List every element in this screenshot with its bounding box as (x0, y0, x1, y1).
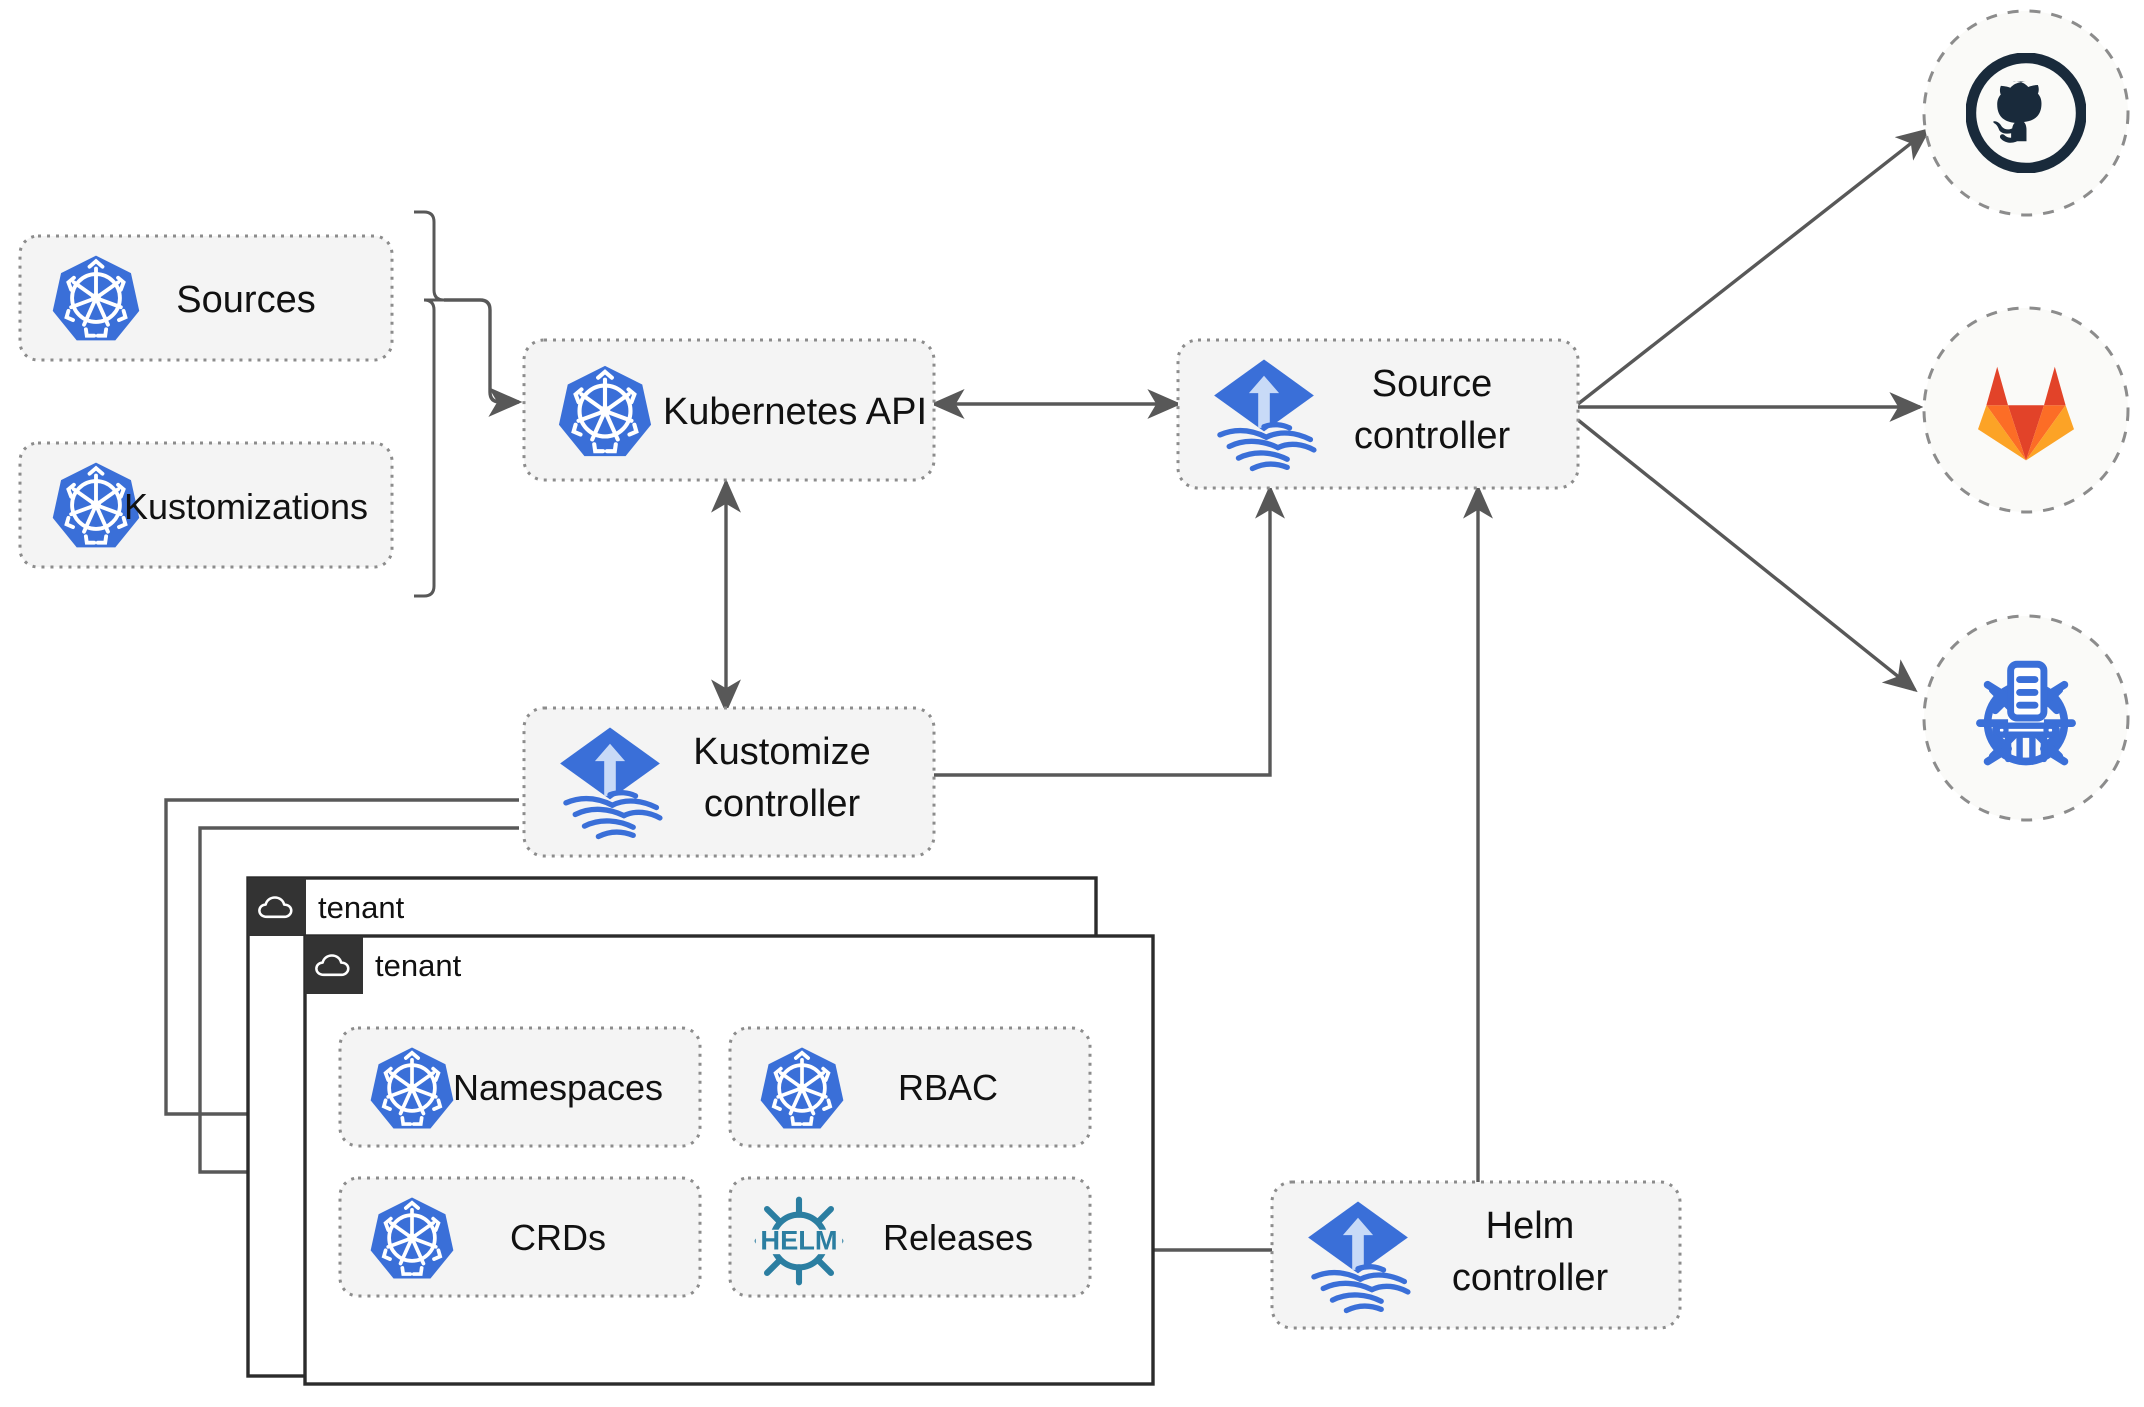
connector-kustomize-to-tenant-back (164, 798, 519, 1129)
tenant-resource-crds[interactable]: CRDs (338, 1176, 702, 1298)
node-source-controller[interactable]: Source controller (1176, 338, 1580, 490)
connector-source-to-bucket (1576, 418, 1918, 693)
resource-box-kustomizations[interactable]: Kustomizations (18, 441, 394, 569)
connector-kustomize-to-source-controller (934, 484, 1285, 777)
kustomize-controller-line2: controller (704, 783, 861, 825)
tenant-front-label: tenant (375, 948, 462, 983)
node-helm-controller[interactable]: Helm controller (1270, 1180, 1682, 1330)
rbac-label: RBAC (898, 1067, 998, 1108)
helm-controller-line2: controller (1452, 1257, 1609, 1299)
sources-label: Sources (176, 279, 315, 321)
provider-github[interactable] (1922, 9, 2130, 217)
node-kustomize-controller[interactable]: Kustomize controller (522, 706, 936, 858)
resource-box-sources[interactable]: Sources (18, 234, 394, 362)
connector-sources-group-to-api (444, 298, 523, 417)
provider-bucket[interactable] (1922, 614, 2130, 822)
tenant-back-label: tenant (318, 890, 405, 925)
tenant-resource-rbac[interactable]: RBAC (728, 1026, 1092, 1148)
crds-label: CRDs (510, 1217, 606, 1258)
source-controller-line1: Source (1372, 363, 1492, 405)
tenant-resource-releases[interactable]: Releases (728, 1176, 1092, 1298)
kustomize-controller-line1: Kustomize (693, 731, 870, 773)
grouping-bracket (414, 210, 445, 598)
provider-gitlab[interactable] (1922, 306, 2130, 514)
helm-icon (756, 1200, 842, 1283)
source-controller-line2: controller (1354, 415, 1511, 457)
kustomizations-label: Kustomizations (124, 486, 368, 527)
helm-controller-line1: Helm (1486, 1205, 1575, 1247)
kubernetes-api-label: Kubernetes API (663, 391, 927, 433)
tenant-front-container[interactable]: tenant (303, 934, 1155, 1386)
releases-label: Releases (883, 1217, 1033, 1258)
tenant-resource-namespaces[interactable]: Namespaces (338, 1026, 702, 1148)
namespaces-label: Namespaces (453, 1067, 663, 1108)
node-kubernetes-api[interactable]: Kubernetes API (522, 338, 936, 482)
connector-source-to-github (1576, 127, 1931, 406)
